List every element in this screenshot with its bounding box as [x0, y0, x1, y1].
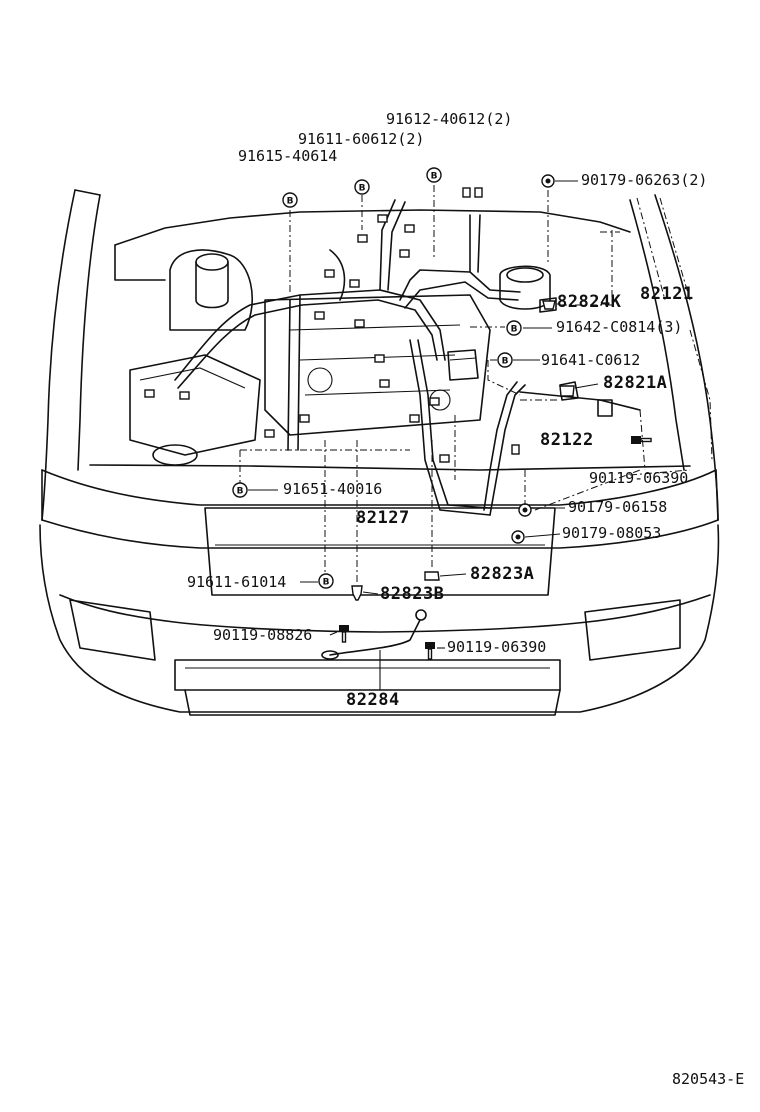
- bolt-90119-06390-bottom: [425, 642, 435, 660]
- svg-text:B: B: [431, 172, 438, 182]
- bolt-90119-08826: [339, 625, 349, 643]
- badge-91611-61014: B: [318, 573, 334, 589]
- part-label-82127: 82127: [356, 508, 410, 528]
- part-label-82821a: 82821A: [603, 373, 668, 393]
- svg-text:B: B: [323, 578, 330, 588]
- leader-lines: [239, 185, 713, 585]
- part-label-91651-40016: 91651-40016: [283, 480, 383, 498]
- diagram-code: 820543-E: [672, 1070, 745, 1088]
- badge-91641-c0612: B: [497, 352, 513, 368]
- part-label-82284: 82284: [346, 690, 400, 710]
- part-label-91611-60612: 91611-60612(2): [298, 130, 425, 148]
- engine-components: [129, 249, 551, 466]
- svg-text:B: B: [359, 184, 366, 194]
- part-label-90179-06158: 90179-06158: [568, 498, 668, 516]
- part-label-90119-06390-lower: 90119-06390: [447, 638, 547, 656]
- part-label-90119-06390-upper: 90119-06390: [589, 469, 689, 487]
- badge-91615-40614: B: [282, 192, 298, 208]
- badge-91612-40612: B: [426, 167, 442, 183]
- svg-text:B: B: [511, 325, 518, 335]
- part-label-91642-c0814: 91642-C0814(3): [556, 318, 683, 336]
- part-label-82121: 82121: [640, 284, 694, 304]
- badge-markers: B B B B B B B: [232, 167, 522, 589]
- clip-82821a: [559, 385, 575, 397]
- part-label-82823b: 82823B: [380, 584, 445, 604]
- vehicle-body-outline: [39, 189, 720, 716]
- wire-harness: [144, 187, 641, 516]
- badge-91651-40016: B: [232, 482, 248, 498]
- clip-82823a: [424, 571, 440, 581]
- part-label-90179-06263: 90179-06263(2): [581, 171, 708, 189]
- nut-90179-06158: [518, 503, 532, 517]
- svg-text:B: B: [287, 197, 294, 207]
- fasteners: [339, 174, 652, 660]
- nut-90179-08053: [511, 530, 525, 544]
- svg-text:B: B: [237, 487, 244, 497]
- part-label-91611-61014: 91611-61014: [187, 573, 287, 591]
- part-label-82824k: 82824K: [557, 292, 622, 312]
- part-label-91612-40612: 91612-40612(2): [386, 110, 513, 128]
- badge-91611-60612: B: [354, 179, 370, 195]
- part-label-90179-08053: 90179-08053: [562, 524, 662, 542]
- bolt-90119-06390-top: [631, 436, 652, 444]
- badge-91642-c0814: B: [506, 320, 522, 336]
- nut-top-right: [541, 174, 555, 188]
- part-label-90119-08826: 90119-08826: [213, 626, 313, 644]
- part-label-82823a: 82823A: [470, 564, 535, 584]
- label-leaders: [248, 180, 599, 690]
- part-label-91641-c0612: 91641-C0612: [541, 351, 641, 369]
- clip-82823b: [351, 585, 363, 601]
- part-label-82122: 82122: [540, 430, 594, 450]
- ground-cable: [321, 609, 427, 660]
- clip-82824k: [542, 300, 556, 310]
- part-label-91615-40614: 91615-40614: [238, 147, 338, 165]
- svg-text:B: B: [502, 357, 509, 367]
